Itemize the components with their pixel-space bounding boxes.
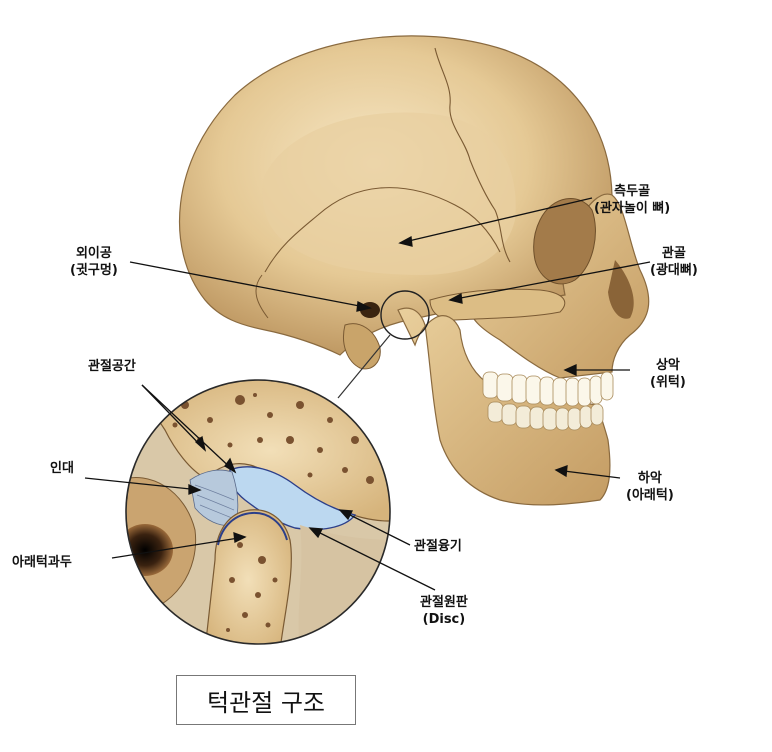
- label-articular-eminence: 관절융기: [414, 539, 462, 554]
- coronal-suture: [434, 47, 511, 263]
- label-ear-canal: 외이공 (귓구멍): [70, 246, 118, 278]
- label-joint-space: 관절공간: [88, 359, 136, 374]
- tmj-focus-ring: [380, 290, 430, 340]
- leader-lines: [84, 197, 651, 591]
- lower-teeth: [487, 401, 604, 431]
- nasal-aperture: [608, 260, 634, 319]
- label-articular-disc: 관절원판 (Disc): [420, 595, 468, 627]
- upper-teeth: [482, 371, 614, 407]
- label-ligament: 인대: [50, 461, 74, 476]
- figure-caption: 턱관절 구조: [176, 675, 356, 725]
- label-mandible: 하악 (아래턱): [626, 471, 674, 503]
- ligament-fibers: [194, 484, 235, 519]
- lambdoid-suture: [255, 274, 269, 319]
- tmj-inset: [125, 379, 391, 645]
- label-condyle: 아래턱과두: [12, 555, 72, 570]
- inset-articular-disc: [228, 466, 357, 531]
- squamous-suture: [264, 187, 501, 273]
- inset-condyle-cartilage: [217, 511, 288, 546]
- temporal-fossa: [262, 112, 516, 275]
- label-maxilla: 상악 (위턱): [650, 358, 686, 390]
- zoom-connector: [337, 334, 391, 399]
- inset-ligament: [189, 469, 239, 527]
- orbit: [533, 198, 596, 285]
- label-temporal-bone: 측두골 (관자놀이 뼈): [594, 184, 671, 216]
- label-zygomatic-bone: 관골 (광대뼈): [650, 246, 698, 278]
- inset-condyle: [204, 509, 292, 644]
- porous-texture-lower: [226, 542, 278, 632]
